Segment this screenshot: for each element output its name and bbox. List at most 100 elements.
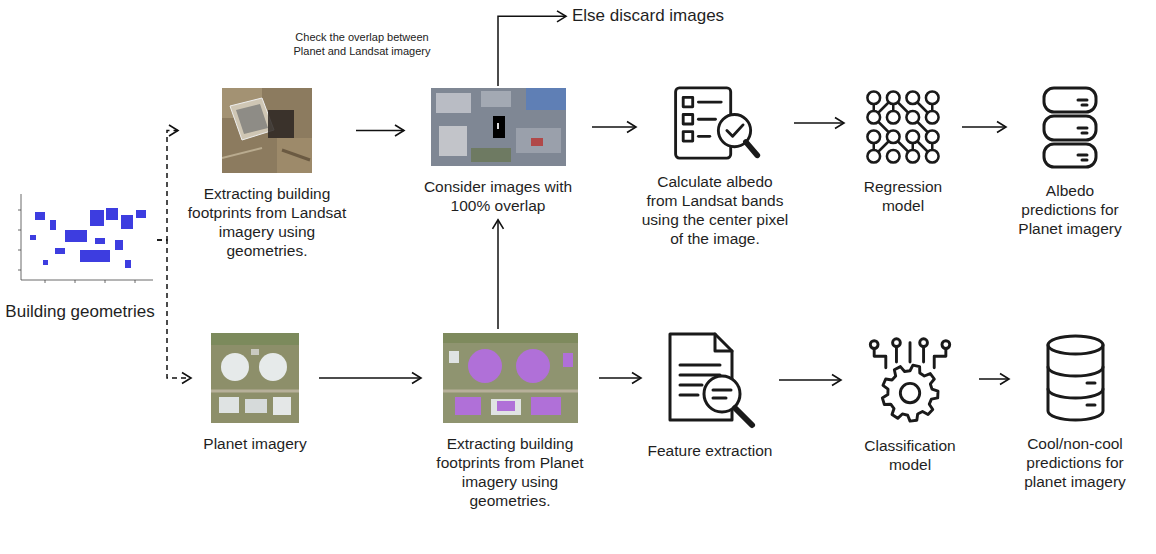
icon-shape [926,111,939,124]
icon-shape [698,101,721,104]
icon-shape [449,351,459,363]
icon-shape [934,348,946,367]
icon-shape [222,148,262,158]
icon-shape [35,212,45,220]
icon-shape [43,260,48,265]
icon-shape [680,374,720,377]
icon-shape [211,333,299,345]
icon-shape [516,349,550,383]
flow-arrow [779,379,841,381]
input-figure: Building geometries [5,190,155,323]
icon-shape [892,339,900,347]
icon-shape [670,334,752,425]
flow-arrow [356,130,404,132]
icon-shape [887,91,900,104]
icon-shape [21,194,153,280]
planetfoot-icon [443,333,578,423]
icon-shape [906,111,919,124]
icon-shape [926,91,939,104]
icon-shape [516,128,561,153]
db3-icon [1040,85,1100,170]
step-caption: Planet imagery [195,435,315,454]
icon-shape [18,210,135,283]
icon-shape [497,123,499,129]
planet-icon [211,333,299,423]
model-step: Regression model [848,88,958,216]
icon-shape [282,150,310,160]
icon-shape [1048,336,1103,354]
icon-shape [713,397,726,400]
icon-drawing [1043,333,1108,423]
icon-shape [443,333,578,423]
icon-shape [1082,159,1087,162]
icon-shape [867,150,880,163]
step-caption: Cool/non-cool predictions for planet ima… [1013,435,1137,492]
icon-shape [221,353,249,381]
icon-shape [211,390,299,393]
icon-shape [55,248,65,254]
process-step: Extracting building footprints from Plan… [425,333,595,511]
icon-shape [1044,88,1096,112]
icon-shape [211,333,299,423]
icon-shape [683,132,693,142]
icon-shape [1048,367,1103,376]
icon-shape [922,347,925,362]
icon-shape [259,353,287,381]
icon-shape [867,91,880,104]
flow-arrow [498,16,566,86]
icon-shape [468,349,502,383]
icon-shape [906,91,919,104]
icon-shape [680,364,720,367]
flow-arrow [319,377,421,379]
icon-shape [106,208,118,220]
icon-shape [277,138,312,173]
icon-shape [735,408,752,425]
step-caption: Feature extraction [645,442,775,461]
process-step: Feature extraction [645,330,775,461]
icon-shape [882,365,938,421]
icon-shape [121,215,133,229]
step-caption: Calculate albedo from Landsat bands usin… [640,173,790,249]
docsearch-icon [660,330,760,430]
flow-arrow [157,131,178,241]
icon-shape [236,104,268,134]
step-caption: Regression model [848,178,958,216]
icon-drawing [660,330,760,430]
icon-shape [531,138,543,146]
icon-shape [680,394,698,397]
icon-shape [436,93,471,113]
neural-icon [863,88,943,166]
icon-shape [531,397,561,415]
icon-shape [30,208,146,268]
icon-shape [439,126,467,156]
icon-shape [471,148,511,162]
icon-shape [683,97,693,107]
icon-shape [867,111,880,124]
icon-shape [431,88,566,166]
icon-drawing [863,333,958,425]
icon-shape [65,230,87,242]
flow-arrow [599,377,641,379]
icon-shape [906,130,919,143]
step-caption: Extracting building footprints from Land… [182,185,352,261]
icon-shape [491,399,521,415]
icon-shape [526,88,566,110]
icon-drawing [222,88,312,173]
icon-shape [926,150,939,163]
gear-icon [863,333,958,425]
icon-shape [675,88,757,158]
step-caption: Else discard images [572,6,792,27]
icon-shape [230,98,274,140]
icon-shape [497,401,515,411]
flow-arrow [794,122,844,124]
icon-shape [745,142,756,155]
icon-drawing [863,88,943,166]
icon-shape [1044,144,1096,167]
icon-shape [887,111,900,124]
icon-shape [887,150,900,163]
icon-shape [251,349,259,355]
icon-shape [125,260,131,268]
icon-shape [867,91,938,162]
overlap-icon [431,88,566,166]
icon-shape [90,210,104,226]
